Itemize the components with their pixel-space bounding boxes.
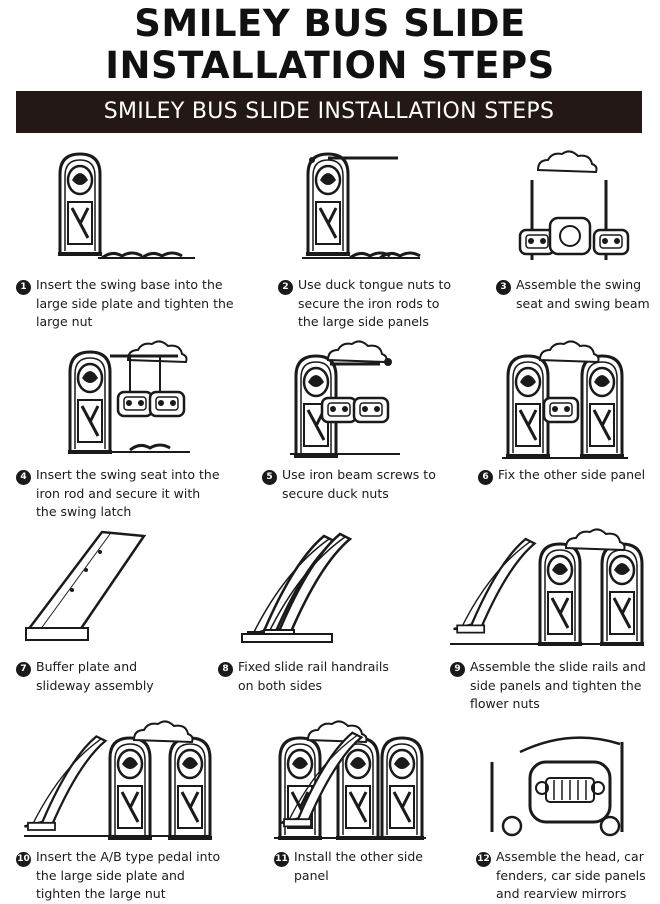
step-10-illustration [23,720,214,842]
step-12-illustration [490,736,624,837]
step-number-badge: 11 [274,852,289,867]
step-number-badge: 12 [476,852,491,867]
step-number-badge: 4 [16,470,31,485]
step-number-badge: 3 [496,280,511,295]
step-number-badge: 9 [450,662,465,677]
step-2-illustration [302,152,422,260]
step-7-illustration [25,530,147,641]
section-banner: SMILEY BUS SLIDE INSTALLATION STEPS [16,91,642,133]
step-number-badge: 1 [16,280,31,295]
step-5-illustration [290,340,400,460]
step-number-badge: 2 [278,280,293,295]
step-1-illustration [56,152,195,260]
step-number-badge: 6 [478,470,493,485]
step-3-illustration [518,150,630,260]
step-number-badge: 7 [16,662,31,677]
page-title-line1: SMILEY BUS SLIDE [134,2,526,45]
step-4-illustration [66,340,190,456]
step-8-illustration [241,532,352,643]
step-number-badge: 10 [16,852,31,867]
step-9-illustration [450,528,646,648]
step-6-illustration [502,340,628,460]
step-11-illustration [274,720,426,842]
step-number-badge: 5 [262,470,277,485]
step-number-badge: 8 [218,662,233,677]
page-title-line2: INSTALLATION STEPS [105,44,555,87]
